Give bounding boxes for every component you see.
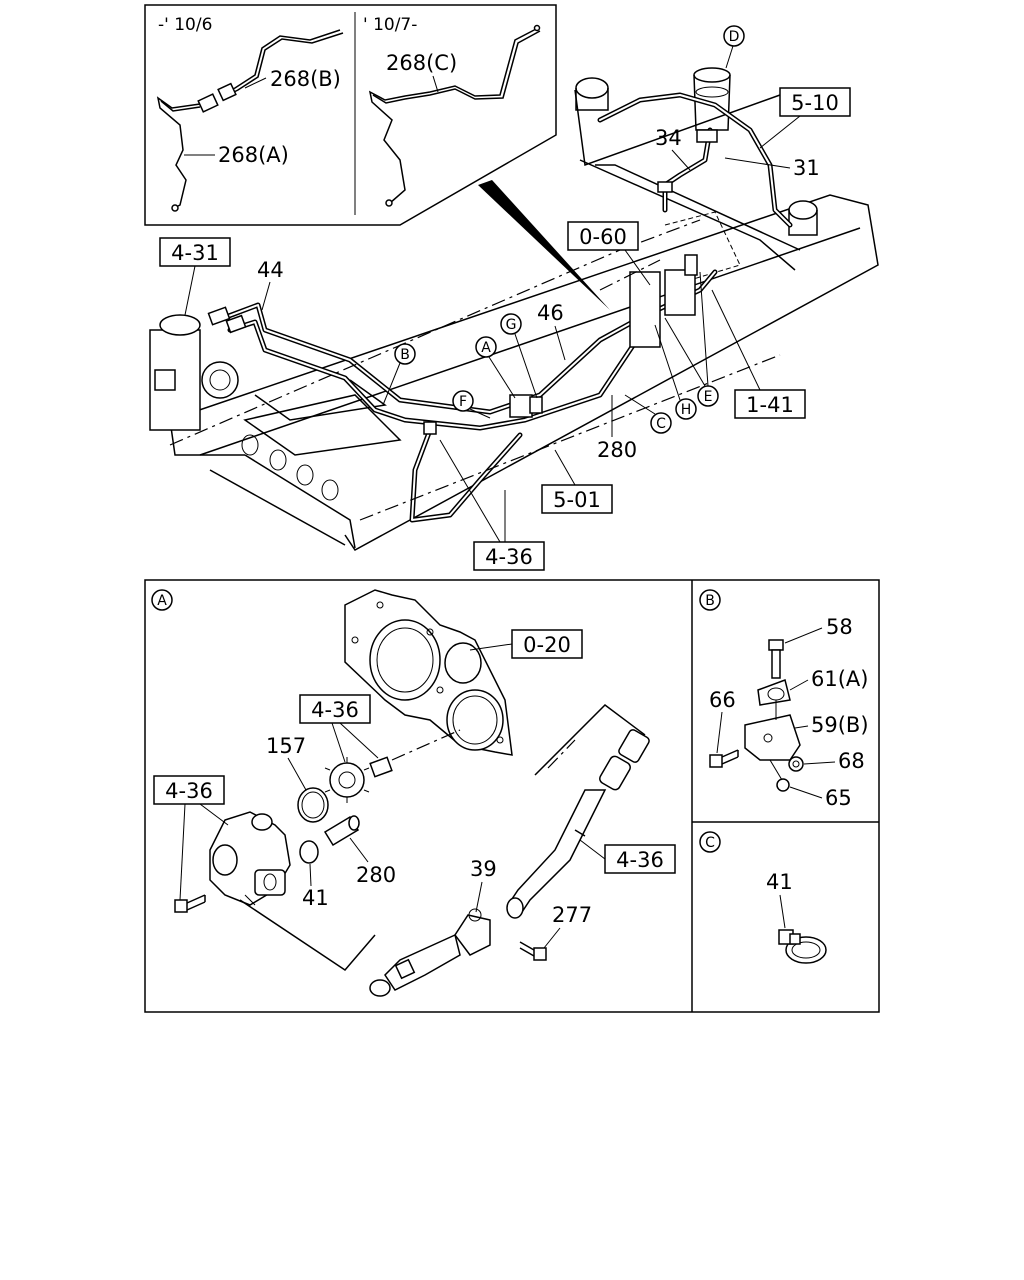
svg-text:H: H bbox=[681, 402, 692, 418]
detail-panel-a: A bbox=[151, 589, 650, 997]
svg-text:G: G bbox=[506, 317, 517, 333]
ref-1-41[interactable]: 1-41 bbox=[711, 289, 806, 419]
svg-text:5-10: 5-10 bbox=[791, 91, 839, 115]
label-280-a: 280 bbox=[356, 863, 396, 887]
callout-f[interactable]: F bbox=[452, 390, 491, 419]
label-39: 39 bbox=[470, 857, 497, 881]
ref-5-10[interactable]: 5-10 bbox=[759, 87, 851, 149]
ref-4-36-a1[interactable]: 4-36 bbox=[299, 694, 379, 763]
label-68: 68 bbox=[838, 749, 865, 773]
inset-left-label: -' 10/6 bbox=[158, 15, 212, 35]
svg-text:E: E bbox=[704, 389, 713, 405]
panel-a-labels: 0-20 4-36 4-36 4-36 157 280 41 39 277 bbox=[153, 629, 676, 949]
callout-e[interactable]: E bbox=[664, 271, 719, 407]
ref-0-20[interactable]: 0-20 bbox=[469, 629, 583, 659]
svg-text:5-01: 5-01 bbox=[553, 488, 601, 512]
svg-text:D: D bbox=[729, 29, 740, 45]
label-58: 58 bbox=[826, 615, 853, 639]
callout-c[interactable]: C bbox=[624, 394, 672, 434]
detail-panel-c: C bbox=[699, 831, 827, 964]
inset-pipe-versions: -' 10/6 ' 10/7- 268(B) 268(A) 268(C) bbox=[144, 4, 557, 226]
svg-text:4-36: 4-36 bbox=[616, 848, 664, 872]
label-59b: 59(B) bbox=[811, 713, 869, 737]
label-277: 277 bbox=[552, 903, 592, 927]
label-280-main: 280 bbox=[597, 438, 637, 462]
callout-d[interactable]: D bbox=[723, 25, 745, 69]
callout-a[interactable]: A bbox=[475, 336, 516, 399]
label-46: 46 bbox=[537, 301, 564, 325]
main-part-labels: 44 34 31 46 280 bbox=[257, 126, 820, 462]
svg-text:4-36: 4-36 bbox=[165, 779, 213, 803]
ref-4-36-main[interactable]: 4-36 bbox=[439, 439, 545, 571]
label-66: 66 bbox=[709, 688, 736, 712]
ref-4-36-a2[interactable]: 4-36 bbox=[153, 775, 229, 901]
label-268b: 268(B) bbox=[270, 67, 341, 91]
svg-text:0-60: 0-60 bbox=[579, 225, 627, 249]
panel-b-marker: B bbox=[705, 593, 715, 609]
ref-4-31[interactable]: 4-31 bbox=[159, 237, 231, 316]
svg-text:4-31: 4-31 bbox=[171, 241, 219, 265]
panel-c-marker: C bbox=[705, 835, 715, 851]
label-41-c: 41 bbox=[766, 870, 793, 894]
callout-h[interactable]: H bbox=[654, 324, 697, 420]
svg-text:0-20: 0-20 bbox=[523, 633, 571, 657]
svg-text:A: A bbox=[481, 340, 491, 356]
detail-panel-b: B bbox=[699, 589, 804, 792]
callout-b[interactable]: B bbox=[382, 343, 416, 406]
svg-text:B: B bbox=[400, 347, 410, 363]
svg-text:F: F bbox=[459, 394, 467, 410]
label-157: 157 bbox=[266, 734, 306, 758]
main-assembly bbox=[149, 67, 879, 551]
label-268a: 268(A) bbox=[218, 143, 289, 167]
label-44: 44 bbox=[257, 258, 284, 282]
panel-b-labels: 58 61(A) 66 59(B) 68 65 bbox=[709, 615, 869, 810]
label-34: 34 bbox=[655, 126, 682, 150]
label-268c: 268(C) bbox=[386, 51, 457, 75]
label-65: 65 bbox=[825, 786, 852, 810]
svg-text:4-36: 4-36 bbox=[311, 698, 359, 722]
svg-text:C: C bbox=[656, 416, 666, 432]
panel-a-marker: A bbox=[157, 593, 167, 609]
label-41-a: 41 bbox=[302, 886, 329, 910]
callout-g[interactable]: G bbox=[500, 313, 538, 399]
ref-0-60[interactable]: 0-60 bbox=[567, 221, 651, 286]
inset-pointer bbox=[478, 180, 610, 310]
ref-5-01[interactable]: 5-01 bbox=[541, 449, 613, 514]
svg-text:1-41: 1-41 bbox=[746, 393, 794, 417]
panel-c-labels: 41 bbox=[766, 870, 793, 929]
svg-text:4-36: 4-36 bbox=[485, 545, 533, 569]
inset-right-label: ' 10/7- bbox=[363, 15, 417, 35]
label-61a: 61(A) bbox=[811, 667, 868, 691]
ref-4-36-a3[interactable]: 4-36 bbox=[579, 839, 676, 874]
label-31: 31 bbox=[793, 156, 820, 180]
